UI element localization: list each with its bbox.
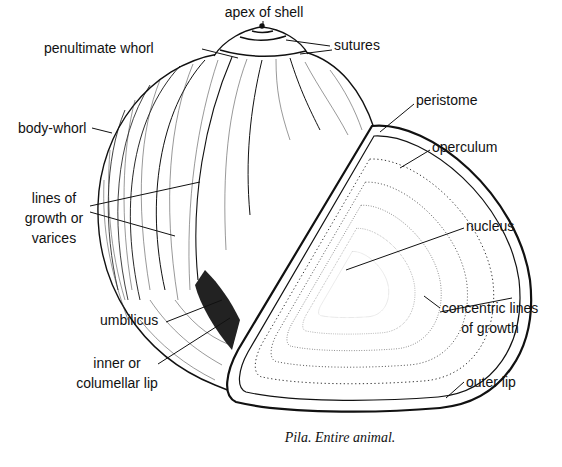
part-label: body-whorl bbox=[18, 118, 86, 138]
part-label: apex of shell bbox=[222, 2, 306, 22]
part-label: sutures bbox=[334, 35, 380, 55]
part-label: outer lip bbox=[466, 372, 516, 392]
part-label: nucleus bbox=[466, 216, 514, 236]
part-label: penultimate whorl bbox=[44, 38, 154, 58]
leader-lines bbox=[90, 21, 512, 398]
part-label: lines of growth or varices bbox=[18, 188, 90, 248]
part-label: umbilicus bbox=[100, 310, 158, 330]
part-label: inner or columellar lip bbox=[72, 353, 162, 393]
figure-caption: Pila. Entire animal. bbox=[285, 430, 396, 446]
part-label: peristome bbox=[416, 90, 477, 110]
part-label: concentric lines of growth bbox=[440, 298, 540, 338]
part-label: operculum bbox=[432, 137, 497, 157]
